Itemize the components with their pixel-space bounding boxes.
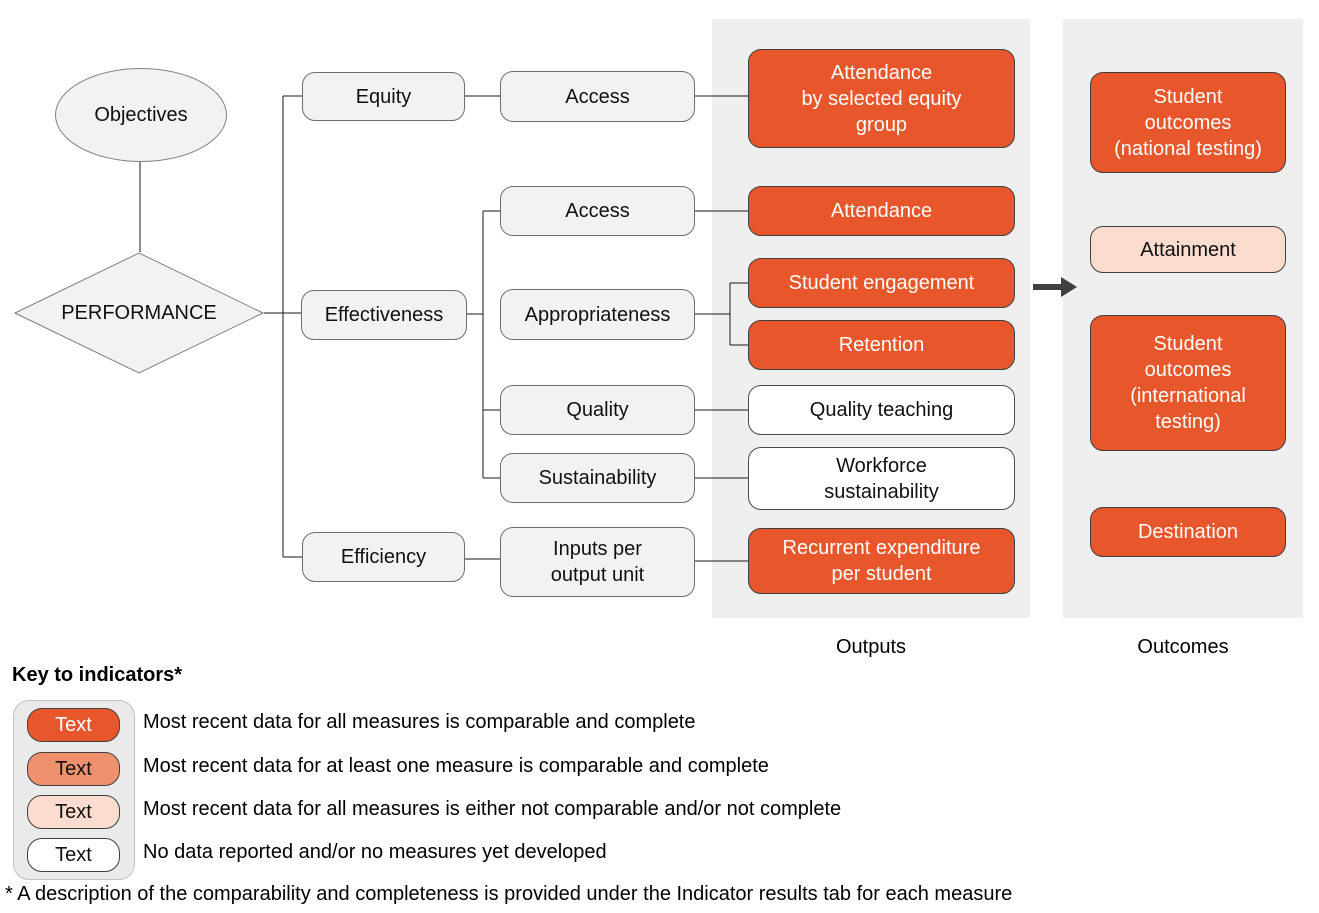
objectives-label: Objectives bbox=[94, 103, 188, 126]
criterion-equity: Equity bbox=[302, 72, 465, 121]
outputs-column-label: Outputs bbox=[835, 636, 907, 658]
key-description-1: Most recent data for all measures is com… bbox=[143, 711, 696, 733]
key-description-3: Most recent data for all measures is eit… bbox=[143, 798, 842, 820]
output-student-engagement: Student engagement bbox=[748, 258, 1015, 308]
outcome-destination: Destination bbox=[1090, 507, 1286, 557]
output-workforce-sustainability: Workforce sustainability bbox=[748, 447, 1015, 510]
subcriterion-access: Access bbox=[500, 186, 695, 236]
diamond-shape bbox=[13, 252, 265, 374]
outcome-national-testing: Student outcomes (national testing) bbox=[1090, 72, 1286, 173]
output-retention: Retention bbox=[748, 320, 1015, 370]
objectives-ellipse: Objectives bbox=[55, 68, 227, 162]
subcriterion-inputs-per-output-unit: Inputs per output unit bbox=[500, 527, 695, 597]
key-swatch-all-comparable: Text bbox=[27, 708, 120, 742]
subcriterion-appropriateness: Appropriateness bbox=[500, 289, 695, 340]
subcriterion-quality: Quality bbox=[500, 385, 695, 435]
output-attendance: Attendance bbox=[748, 186, 1015, 236]
key-description-4: No data reported and/or no measures yet … bbox=[143, 841, 607, 863]
output-recurrent-expenditure: Recurrent expenditure per student bbox=[748, 528, 1015, 594]
performance-label: PERFORMANCE bbox=[61, 301, 217, 324]
outcomes-column-label: Outcomes bbox=[1137, 636, 1229, 658]
key-description-2: Most recent data for at least one measur… bbox=[143, 755, 769, 777]
key-swatch-no-data: Text bbox=[27, 838, 120, 872]
key-swatch-one-comparable: Text bbox=[27, 752, 120, 786]
outcome-international-testing: Student outcomes (international testing) bbox=[1090, 315, 1286, 451]
performance-diamond: PERFORMANCE bbox=[13, 252, 265, 374]
criterion-effectiveness: Effectiveness bbox=[301, 290, 467, 340]
outcome-attainment: Attainment bbox=[1090, 226, 1286, 273]
output-attendance-equity: Attendance by selected equity group bbox=[748, 49, 1015, 148]
subcriterion-sustainability: Sustainability bbox=[500, 453, 695, 503]
footnote: * A description of the comparability and… bbox=[5, 883, 1013, 905]
key-swatch-not-comparable: Text bbox=[27, 795, 120, 829]
output-quality-teaching: Quality teaching bbox=[748, 385, 1015, 435]
criterion-efficiency: Efficiency bbox=[302, 532, 465, 582]
subcriterion-access-equity: Access bbox=[500, 71, 695, 122]
key-heading: Key to indicators* bbox=[12, 664, 183, 686]
